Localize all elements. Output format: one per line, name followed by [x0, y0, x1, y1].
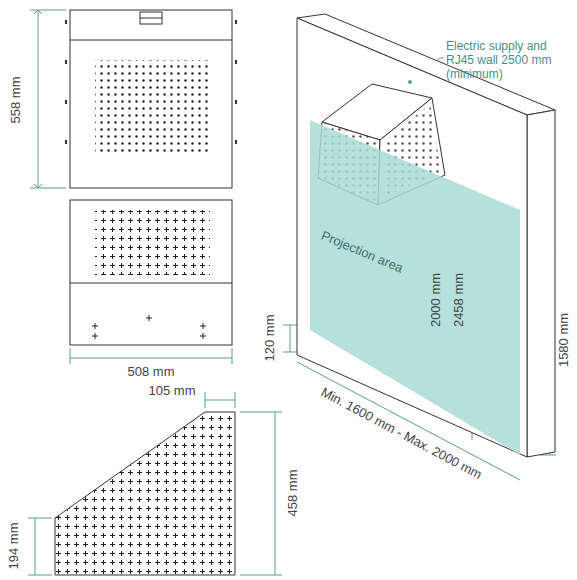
note-label: Electric supply and RJ45 wall 2500 mm (m… — [446, 40, 571, 81]
dimension-label: 194 mm — [7, 523, 22, 570]
dimension-label: 458 mm — [286, 470, 301, 517]
dimension-label: 558 mm — [9, 77, 24, 124]
dimension-label: 2000 mm — [429, 273, 444, 327]
supply-point — [408, 80, 412, 84]
dimension-label: 1580 mm — [557, 313, 572, 367]
dimension-label: 2458 mm — [452, 273, 467, 327]
projection-shape — [300, 115, 525, 460]
dimension-label: 508 mm — [128, 365, 175, 380]
dimension-label: 105 mm — [149, 384, 196, 399]
enclosure-views — [50, 10, 240, 580]
projection-area: Projection area — [300, 115, 525, 460]
dimension-label: 120 mm — [263, 315, 278, 362]
dimension-lines — [28, 10, 556, 575]
